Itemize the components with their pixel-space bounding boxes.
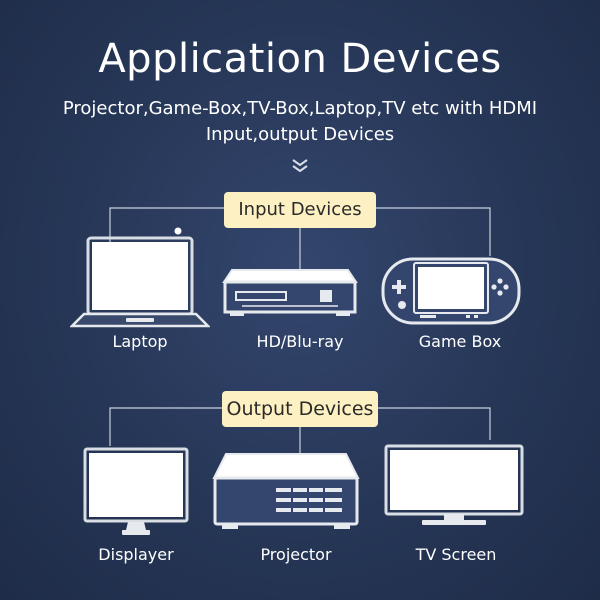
device-label-hd-blu-ray: HD/Blu-ray xyxy=(256,332,344,351)
page-title: Application Devices xyxy=(98,36,502,82)
handheld-game-console-icon xyxy=(381,257,521,325)
device-label-game-box: Game Box xyxy=(418,332,502,351)
double-chevron-down-icon xyxy=(292,159,308,173)
device-label-laptop: Laptop xyxy=(112,332,168,351)
device-label-displayer: Displayer xyxy=(98,545,174,564)
tv-screen-icon xyxy=(384,444,524,525)
input-devices-label: Input Devices xyxy=(224,192,376,228)
page-subtitle: Projector,Game-Box,TV-Box,Laptop,TV etc … xyxy=(30,96,570,148)
subtitle-line-1: Projector,Game-Box,TV-Box,Laptop,TV etc … xyxy=(62,98,538,119)
device-label-projector: Projector xyxy=(260,545,332,564)
laptop-icon xyxy=(70,227,210,328)
output-devices-label: Output Devices xyxy=(222,391,378,427)
subtitle-line-2: Input,output Devices xyxy=(205,124,395,145)
monitor-icon xyxy=(83,447,189,535)
device-label-tv-screen: TV Screen xyxy=(415,545,497,564)
projector-icon xyxy=(212,453,360,529)
blu-ray-player-icon xyxy=(222,269,358,316)
